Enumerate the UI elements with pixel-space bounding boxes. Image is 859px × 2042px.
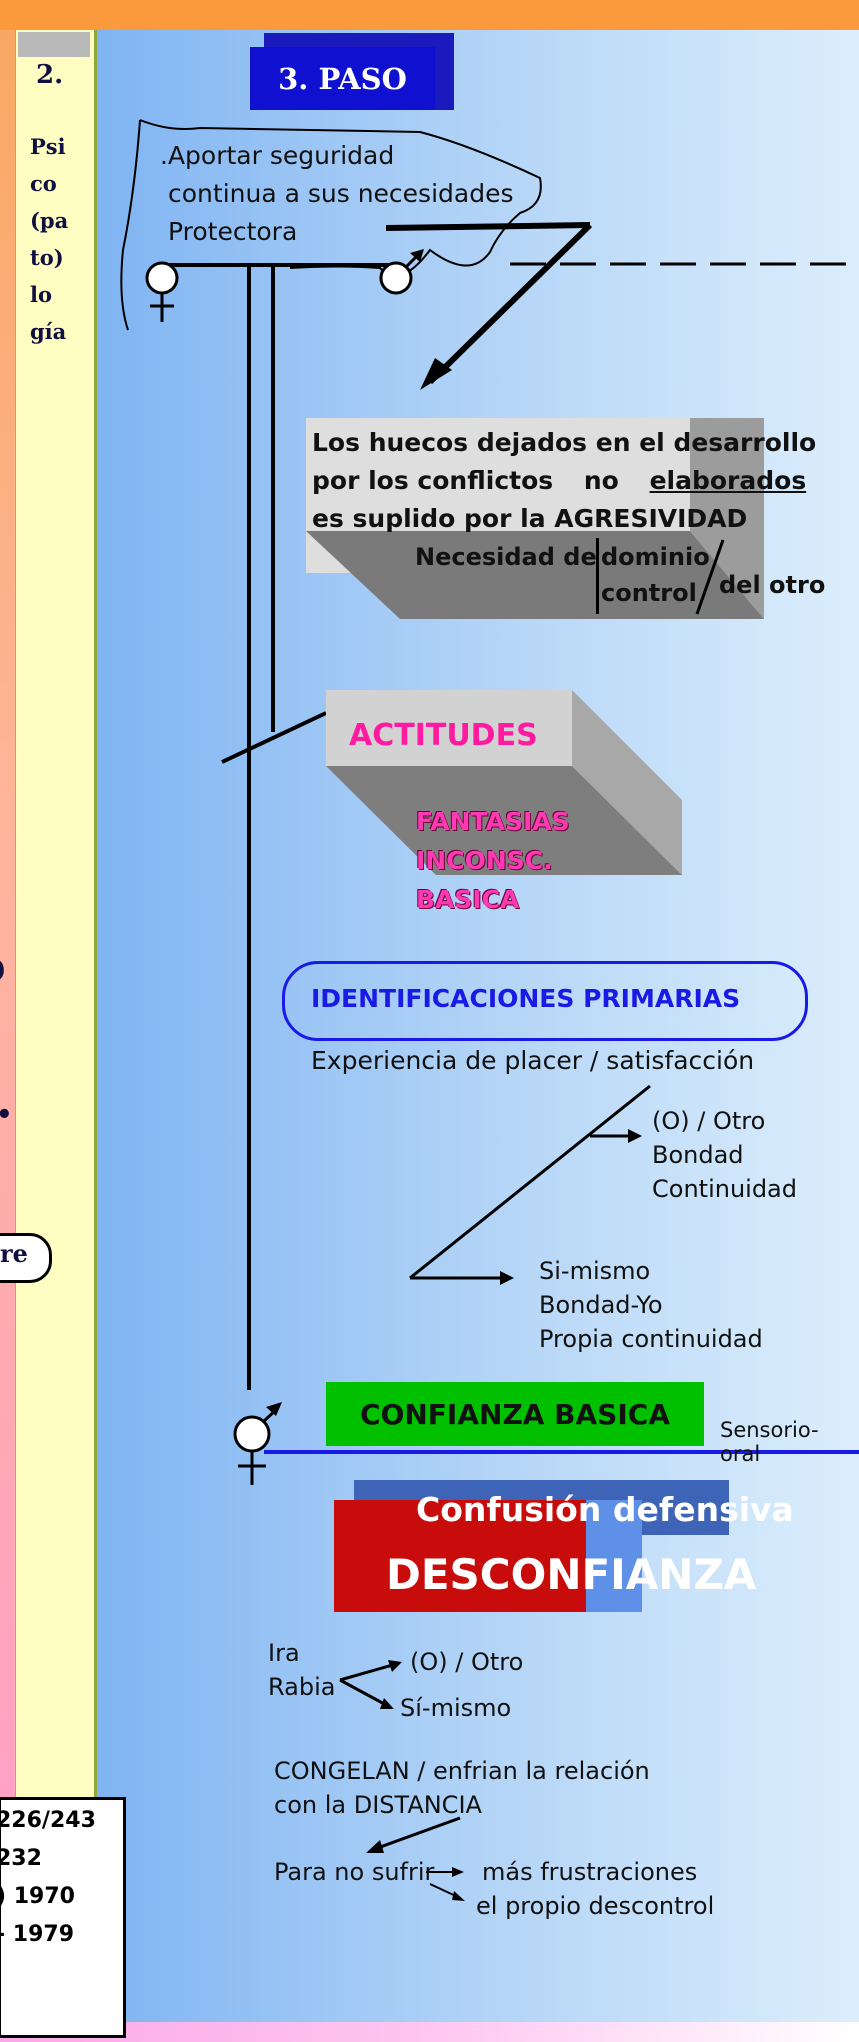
confusion-label: Confusión defensiva — [416, 1490, 794, 1529]
fantasias-line: FANTASIAS — [416, 807, 570, 836]
protect-line: continua a sus necesidades — [168, 179, 514, 208]
vertical-title-part: co — [30, 171, 57, 196]
bottom-strip — [0, 2022, 859, 2042]
stage-label: Sensorio-oral — [720, 1418, 819, 1466]
distance-arrow — [371, 1816, 461, 1852]
diagram-page — [95, 30, 859, 2035]
desconfianza-side — [586, 1500, 642, 1612]
ira-target: (O) / Otro — [410, 1648, 524, 1676]
arrow-shaft — [427, 222, 593, 385]
necesidad-label: Necesidad de — [415, 543, 597, 571]
step-title: 3. PASO — [250, 47, 435, 110]
ira-list: Ira Rabia — [268, 1639, 336, 1701]
arrowhead — [500, 1271, 514, 1285]
protect-line: .Aportar seguridad — [160, 141, 395, 170]
diagonal-link — [409, 1084, 651, 1280]
del-otro-label: del otro — [719, 571, 826, 599]
identificaciones-box — [282, 961, 808, 1041]
experiencia-text: Experiencia de placer / satisfacción — [311, 1046, 755, 1075]
box-side-face — [690, 418, 764, 619]
column-tab — [18, 32, 90, 57]
divider-bar — [596, 538, 599, 614]
actitudes-side-face — [572, 690, 682, 875]
para-label: Para no sufrir — [274, 1858, 435, 1886]
huecos-line: por los conflictos no elaborados — [312, 466, 807, 495]
vertical-title-part: to) — [30, 245, 64, 270]
slash-divider — [695, 539, 725, 615]
congelan-text: CONGELAN / enfrian la relación con la DI… — [274, 1757, 650, 1819]
fantasias-line: BASICA — [416, 885, 520, 914]
actitudes-label: ACTITUDES — [349, 718, 538, 753]
para-result: más frustraciones — [482, 1858, 698, 1886]
vertical-title-part: lo — [30, 282, 52, 307]
section-column — [15, 30, 97, 1995]
edge-fragment: • — [0, 1100, 13, 1130]
control-label: control — [601, 579, 697, 607]
actitudes-box — [326, 690, 572, 766]
references-box — [0, 1797, 126, 2038]
vertical-title-part: Psi — [30, 134, 66, 159]
arrowhead — [628, 1129, 642, 1143]
desconfianza-label: DESCONFIANZA — [386, 1550, 757, 1599]
vertical-title-part: gía — [30, 319, 67, 344]
slanted-link — [221, 711, 327, 764]
section-number: 2. — [36, 60, 64, 90]
si-mismo-list: Si-mismo Bondad-Yo Propia continuidad — [539, 1257, 763, 1353]
fantasias-line: INCONSC. — [416, 846, 553, 875]
protect-line: Protectora — [168, 217, 298, 246]
box-bottom-face — [306, 531, 764, 619]
dominio-label: dominio — [601, 543, 710, 571]
ira-arrow — [339, 1662, 397, 1682]
reference-line: 226/243 — [0, 1808, 96, 1833]
protect-text: .Aportar seguridad continua a sus necesi… — [160, 137, 513, 251]
thick-bar — [385, 222, 591, 231]
huecos-line: Los huecos dejados en el desarrollo — [312, 428, 817, 457]
edge-fragment: re — [0, 1239, 28, 1268]
confianza-basica-box: CONFIANZA BASICA — [326, 1382, 704, 1446]
top-bar — [0, 0, 859, 30]
edge-fragment: ) — [0, 955, 6, 985]
reference-line: ) 1970 — [0, 1884, 75, 1909]
huecos-text: Los huecos dejados en el desarrollo por … — [312, 424, 816, 538]
arrow-head — [420, 358, 452, 390]
ira-target: Sí-mismo — [400, 1694, 512, 1722]
identificaciones-label: IDENTIFICACIONES PRIMARIAS — [311, 984, 741, 1013]
edge-bubble — [0, 1233, 52, 1283]
vertical-title-part: (pa — [30, 208, 69, 233]
actitudes-bottom-face — [326, 766, 682, 875]
para-result: el propio descontrol — [476, 1892, 715, 1920]
huecos-line: es suplido por la AGRESIVIDAD — [312, 504, 748, 533]
reference-line: 232 — [0, 1846, 42, 1871]
male-symbol-icon — [379, 261, 413, 295]
otro-list: (O) / Otro Bondad Continuidad — [652, 1107, 797, 1203]
reference-line: - 1979 — [0, 1922, 75, 1947]
desconfianza-box — [334, 1500, 586, 1612]
